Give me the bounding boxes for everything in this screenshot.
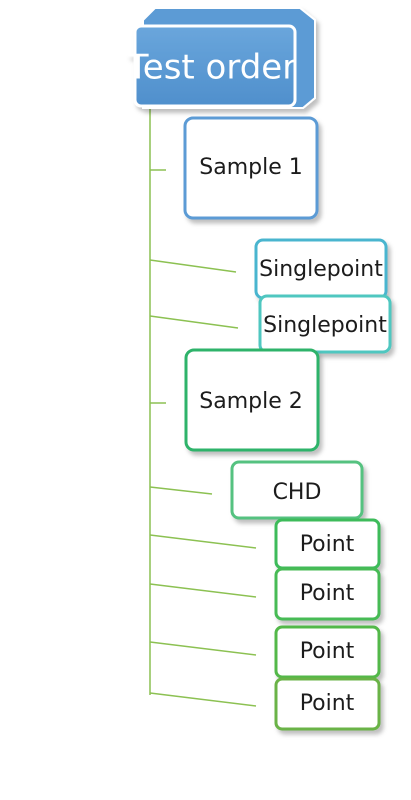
node-singlepoint-2[interactable]: Singlepoint — [258, 294, 392, 354]
node-singlepoint-2-label: Singlepoint — [263, 313, 387, 338]
node-singlepoint-1[interactable]: Singlepoint — [254, 238, 388, 300]
branch-line-chd — [149, 486, 213, 495]
branch-line-point-3 — [149, 641, 257, 656]
node-point-2-box — [274, 567, 381, 621]
node-sample-1[interactable]: Sample 1 — [183, 116, 319, 220]
branch-line-singlepoint-2 — [149, 315, 239, 329]
branch-line-point-4 — [149, 692, 257, 707]
root-node-label: Test order — [127, 48, 296, 88]
node-point-3[interactable]: Point — [274, 625, 381, 679]
node-sample-1-label: Sample 1 — [199, 155, 302, 180]
node-sample-2-box — [184, 348, 320, 452]
node-point-2[interactable]: Point — [274, 567, 381, 621]
branch-line-singlepoint-1 — [149, 259, 237, 273]
root-node[interactable]: Test order — [127, 7, 316, 109]
node-chd-label: CHD — [273, 480, 322, 505]
node-point-3-box — [274, 625, 381, 679]
branch-line-point-2 — [149, 583, 257, 598]
node-point-4[interactable]: Point — [274, 677, 381, 731]
node-sample-1-box — [183, 116, 319, 220]
node-point-1-label: Point — [300, 532, 355, 557]
node-point-4-box — [274, 677, 381, 731]
node-sample-2-label: Sample 2 — [199, 389, 302, 414]
node-point-4-label: Point — [300, 691, 355, 716]
node-singlepoint-1-label: Singlepoint — [259, 257, 383, 282]
node-point-2-label: Point — [300, 581, 355, 606]
connector-lines — [149, 108, 257, 707]
node-sample-2[interactable]: Sample 2 — [184, 348, 320, 452]
node-singlepoint-2-box — [258, 294, 392, 354]
node-chd-box — [230, 460, 364, 520]
node-chd[interactable]: CHD — [230, 460, 364, 520]
node-point-1[interactable]: Point — [274, 518, 381, 570]
node-point-3-label: Point — [300, 639, 355, 664]
root-node-box — [133, 24, 297, 108]
branch-line-point-1 — [149, 534, 257, 549]
